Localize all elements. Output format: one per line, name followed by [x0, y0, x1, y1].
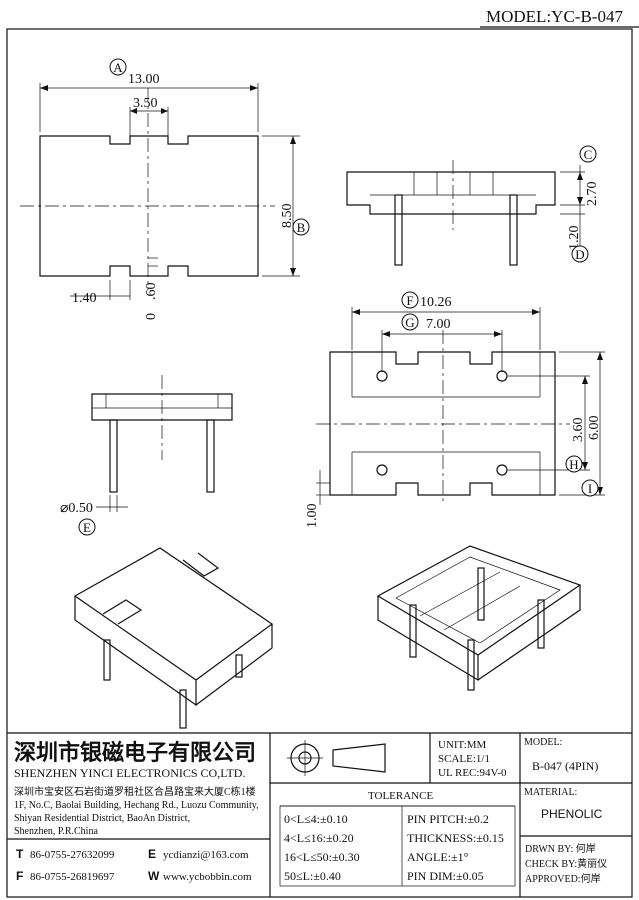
dim-0-60: .60	[144, 283, 159, 301]
side-view-top-right	[346, 160, 585, 266]
check-by: CHECK BY:黄丽仪	[525, 857, 607, 870]
model-value: B-047 (4PIN)	[532, 759, 598, 773]
svg-text:A: A	[113, 60, 123, 75]
tol-row-1: 0<L≤4:±0.10	[284, 812, 348, 826]
callout-g: G	[401, 313, 419, 331]
dim-0-50: ⌀0.50	[60, 501, 93, 516]
model-header: MODEL:YC-B-047	[486, 7, 623, 26]
web-label: W	[148, 869, 160, 883]
address-en-2: Shiyan Residential District, BaoAn Distr…	[14, 813, 190, 824]
tol2-row-2: THICKNESS:±0.15	[407, 831, 504, 845]
dim-3-60: 3.60	[571, 418, 586, 443]
svg-text:E: E	[83, 520, 91, 535]
dim-2-70: 2.70	[585, 182, 600, 207]
dim-0: 0	[144, 313, 159, 320]
tol-row-4: 50≤L:±0.40	[284, 869, 341, 883]
callout-b: B	[292, 218, 310, 236]
fax-label: F	[16, 869, 23, 883]
tol-row-2: 4<L≤16:±0.20	[284, 831, 354, 845]
callout-f: F	[401, 291, 419, 309]
isometric-view-bottom	[376, 545, 582, 691]
model-label: MODEL:	[524, 737, 562, 748]
ul-text: UL REC:94V-0	[438, 767, 507, 779]
callout-i: I	[581, 479, 599, 497]
drawn-by: DRWN BY: 何岸	[525, 842, 596, 855]
callout-e: E	[78, 518, 96, 536]
company-name-en: SHENZHEN YINCI ELECTRONICS CO,LTD.	[14, 766, 245, 780]
svg-text:D: D	[575, 247, 584, 262]
dim-1-00: 1.00	[305, 504, 320, 529]
dim-6-00: 6.00	[587, 416, 602, 441]
tol-row-3: 16<L≤50:±0.30	[284, 850, 360, 864]
dim-13: 13.00	[128, 72, 160, 87]
address-cn: 深圳市宝安区石岩街道罗租社区合昌路宝来大厦C栋1楼	[14, 785, 256, 798]
callout-a: A	[109, 58, 127, 76]
tol2-row-3: ANGLE:±1°	[407, 850, 469, 864]
isometric-view-top	[73, 547, 274, 729]
dim-10-26: 10.26	[420, 295, 452, 310]
address-en-3: Shenzhen, P.R.China	[14, 826, 98, 837]
svg-text:C: C	[584, 147, 593, 162]
svg-text:B: B	[297, 220, 306, 235]
top-view	[20, 83, 300, 300]
tol2-row-4: PIN DIM:±0.05	[407, 869, 484, 883]
svg-text:F: F	[406, 293, 413, 308]
dim-1-40: 1.40	[72, 291, 97, 306]
approved-by: APPROVED:何岸	[525, 872, 601, 885]
tol2-row-1: PIN PITCH:±0.2	[407, 812, 489, 826]
email-value: ycdianzi@163.com	[163, 849, 249, 861]
company-name-cn: 深圳市银磁电子有限公司	[14, 740, 256, 765]
unit-text: UNIT:MM	[438, 739, 487, 751]
dim-7-00: 7.00	[426, 317, 451, 332]
scale-text: SCALE:1/1	[438, 753, 490, 765]
material-label: MATERIAL:	[524, 787, 577, 798]
material-value: PHENOLIC	[541, 807, 603, 821]
callout-d: D	[571, 245, 589, 263]
callout-c: C	[579, 145, 597, 163]
svg-text:H: H	[569, 457, 578, 472]
bottom-view	[316, 307, 605, 505]
address-en-1: 1F, No.C, Baolai Building, Hechang Rd., …	[14, 800, 259, 811]
tolerance-title: TOLERANCE	[368, 790, 433, 802]
phone-label: T	[16, 847, 24, 861]
side-view-left	[91, 375, 233, 512]
title-block-lines	[7, 732, 632, 897]
phone-value: 86-0755-27632099	[30, 849, 115, 861]
drawing-frame	[6, 28, 633, 898]
fax-value: 86-0755-26819697	[30, 871, 115, 883]
callout-h: H	[565, 455, 583, 473]
dim-8-50: 8.50	[280, 204, 295, 229]
dim-3-50: 3.50	[133, 96, 158, 111]
svg-text:G: G	[405, 315, 414, 330]
web-value: www.ycbobbin.com	[163, 871, 252, 883]
dim-1-20: 1.20	[567, 226, 582, 251]
svg-text:I: I	[588, 481, 592, 496]
email-label: E	[148, 847, 156, 861]
